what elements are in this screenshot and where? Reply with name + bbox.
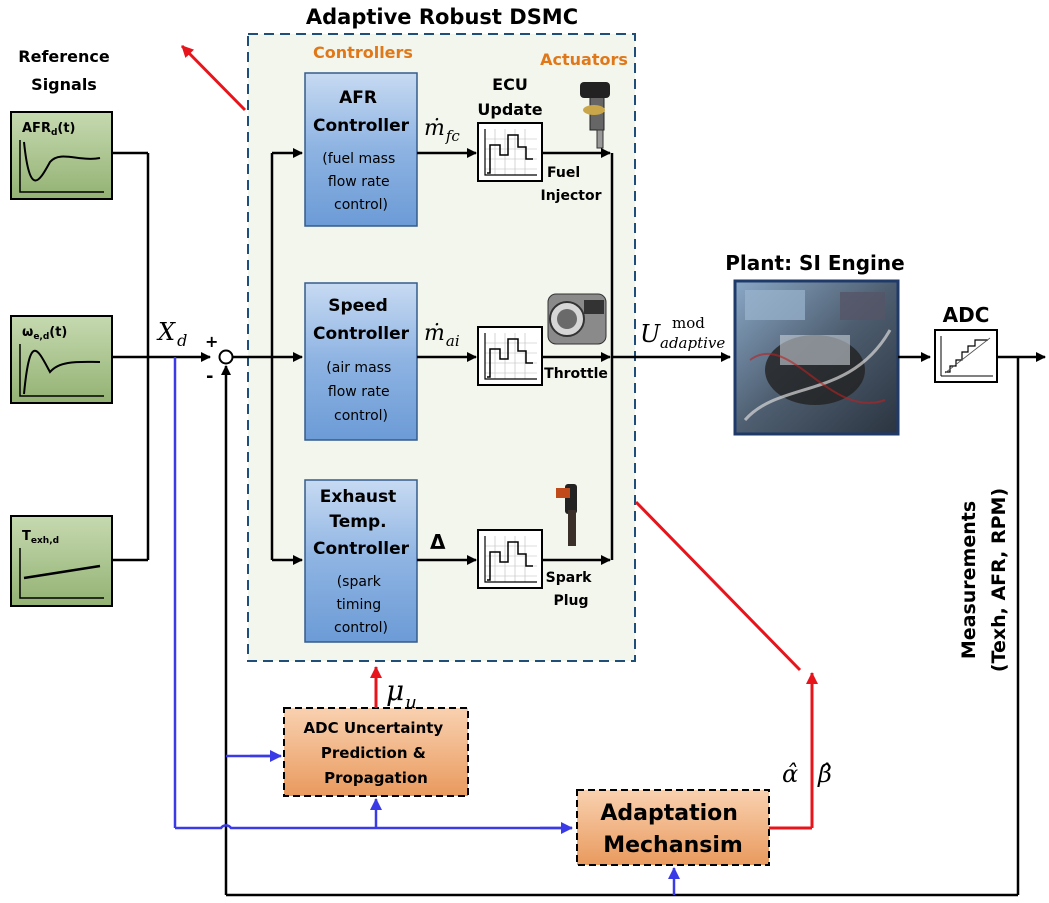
uncertainty-line-1: ADC Uncertainty [304,719,444,737]
svg-text:AFRd(t): AFRd(t) [22,121,76,138]
svg-text:Exhaust Temp. Controll: Exhaust Temp. Controller [313,487,410,559]
ecu-label-2: Update [477,100,542,119]
exhaust-controller-desc-2: timing [336,597,381,613]
reference-block-omega: ωe,d(t) [10,315,113,404]
spark-plug-label-1: Spark [546,570,592,586]
plus-sign: + [205,332,218,351]
speed-controller-desc-3: control) [334,408,388,424]
exhaust-controller-title-3: Controller [313,539,410,559]
alpha-label: α̂ [782,760,798,788]
minus-sign: - [206,366,213,387]
afr-controller-desc-2: flow rate [328,174,390,190]
fuel-injector-icon [580,82,610,149]
speed-controller-desc-2: flow rate [328,384,390,400]
ecu-block-fuel [477,122,543,182]
controller-block-exhaust [304,479,418,643]
ecu-block-spark [477,529,543,589]
mfc-label: ṁfc [424,116,460,145]
ecu-label-1: ECU [492,75,528,94]
throttle-label: Throttle [544,366,608,382]
omega-ref-sub: e,d [33,332,49,342]
svg-text:ADC Uncertainty Prediction: ADC Uncertainty Prediction & Propagation [304,719,449,787]
throttle-icon [547,293,607,345]
reference-heading-1: Reference [18,47,110,66]
spark-plug-label-2: Plug [553,593,588,609]
controller-block-speed [304,282,418,441]
speed-controller-desc-1: (air mass [326,360,391,376]
svg-text:Adaptation Mechansim: Adaptation Mechansim [600,801,745,858]
engine-photo [733,279,900,436]
adaptation-block [576,789,770,866]
afr-ref-label: AFR [22,121,51,136]
controller-bus [232,148,303,565]
actuator-bus [542,148,731,565]
plant-label: Plant: SI Engine [725,251,904,275]
svg-text:Spark Plug: Spark Plug [546,570,597,609]
adaptation-line-2: Mechansim [603,833,743,858]
texh-ref-sub: exh,d [31,536,59,546]
fuel-injector-label-2: Injector [541,188,602,204]
reference-block-afr: AFRd(t) [10,111,113,200]
speed-controller-title-2: Controller [313,324,410,344]
svg-text:Speed Controller: Speed Controller [313,296,410,344]
u-label: U [640,320,661,348]
afr-controller-desc-1: (fuel mass [322,151,395,167]
svg-text:Texh,d: Texh,d [22,529,59,546]
speed-controller-title-1: Speed [328,296,388,316]
exhaust-controller-desc-1: (spark [337,574,382,590]
spark-plug-icon [556,484,577,546]
uncertainty-block [283,707,469,797]
actuators-label: Actuators [540,50,628,69]
controller-outputs [417,148,477,565]
u-sup-label: mod [672,314,705,332]
omega-ref-label: ω [22,325,33,340]
uncertainty-line-2: Prediction & [321,744,426,762]
svg-text:ωe,d(t): ωe,d(t) [22,325,67,342]
reference-block-texh: Texh,d [10,515,113,607]
svg-text:(fuel mass flow rate c: (fuel mass flow rate control) [322,151,399,213]
summing-junction [218,349,234,365]
controller-block-afr [304,72,418,227]
reference-bus [112,151,211,562]
adc-block [934,329,998,383]
afr-ref-tail: (t) [57,121,75,136]
svg-text:Fuel Injector: Fuel Injector [541,165,602,204]
texh-ref-label: T [22,529,31,544]
svg-text:AFR Controller: AFR Controller [313,88,410,136]
mai-label: ṁai [424,321,460,350]
red-line-to-dsmc [634,500,802,672]
adaptation-line-1: Adaptation [600,801,738,826]
exhaust-controller-desc-3: control) [334,620,388,636]
omega-ref-tail: (t) [49,325,67,340]
exhaust-controller-title-2: Temp. [329,512,386,532]
measurements-label-2: (Texh, AFR, RPM) [988,488,1010,672]
svg-text:(spark timing control): (spark timing control) [334,574,388,636]
reference-heading-2: Signals [31,75,97,94]
delta-label: Δ [430,530,446,554]
controllers-label: Controllers [313,43,413,62]
adc-label: ADC [943,303,990,327]
afr-controller-desc-3: control) [334,197,388,213]
afr-controller-title-2: Controller [313,116,410,136]
afr-ref-sub: d [51,128,57,138]
fuel-injector-label-1: Fuel [547,165,580,181]
red-arrow-topleft [180,44,247,112]
svg-text:(air mass flow rate co: (air mass flow rate control) [326,360,395,424]
uncertainty-line-3: Propagation [324,769,428,787]
measurements-label-1: Measurements [958,501,980,659]
exhaust-controller-title-1: Exhaust [320,487,397,507]
mu-label: μu [386,674,417,713]
red-adaptation-line [769,676,814,830]
u-sub-label: adaptive [660,334,725,352]
afr-controller-title-1: AFR [339,88,377,108]
feedback-loop [221,357,1020,897]
ecu-block-air [477,326,543,386]
dsmc-title: Adaptive Robust DSMC [306,5,578,29]
beta-label: β̂ [817,760,832,788]
